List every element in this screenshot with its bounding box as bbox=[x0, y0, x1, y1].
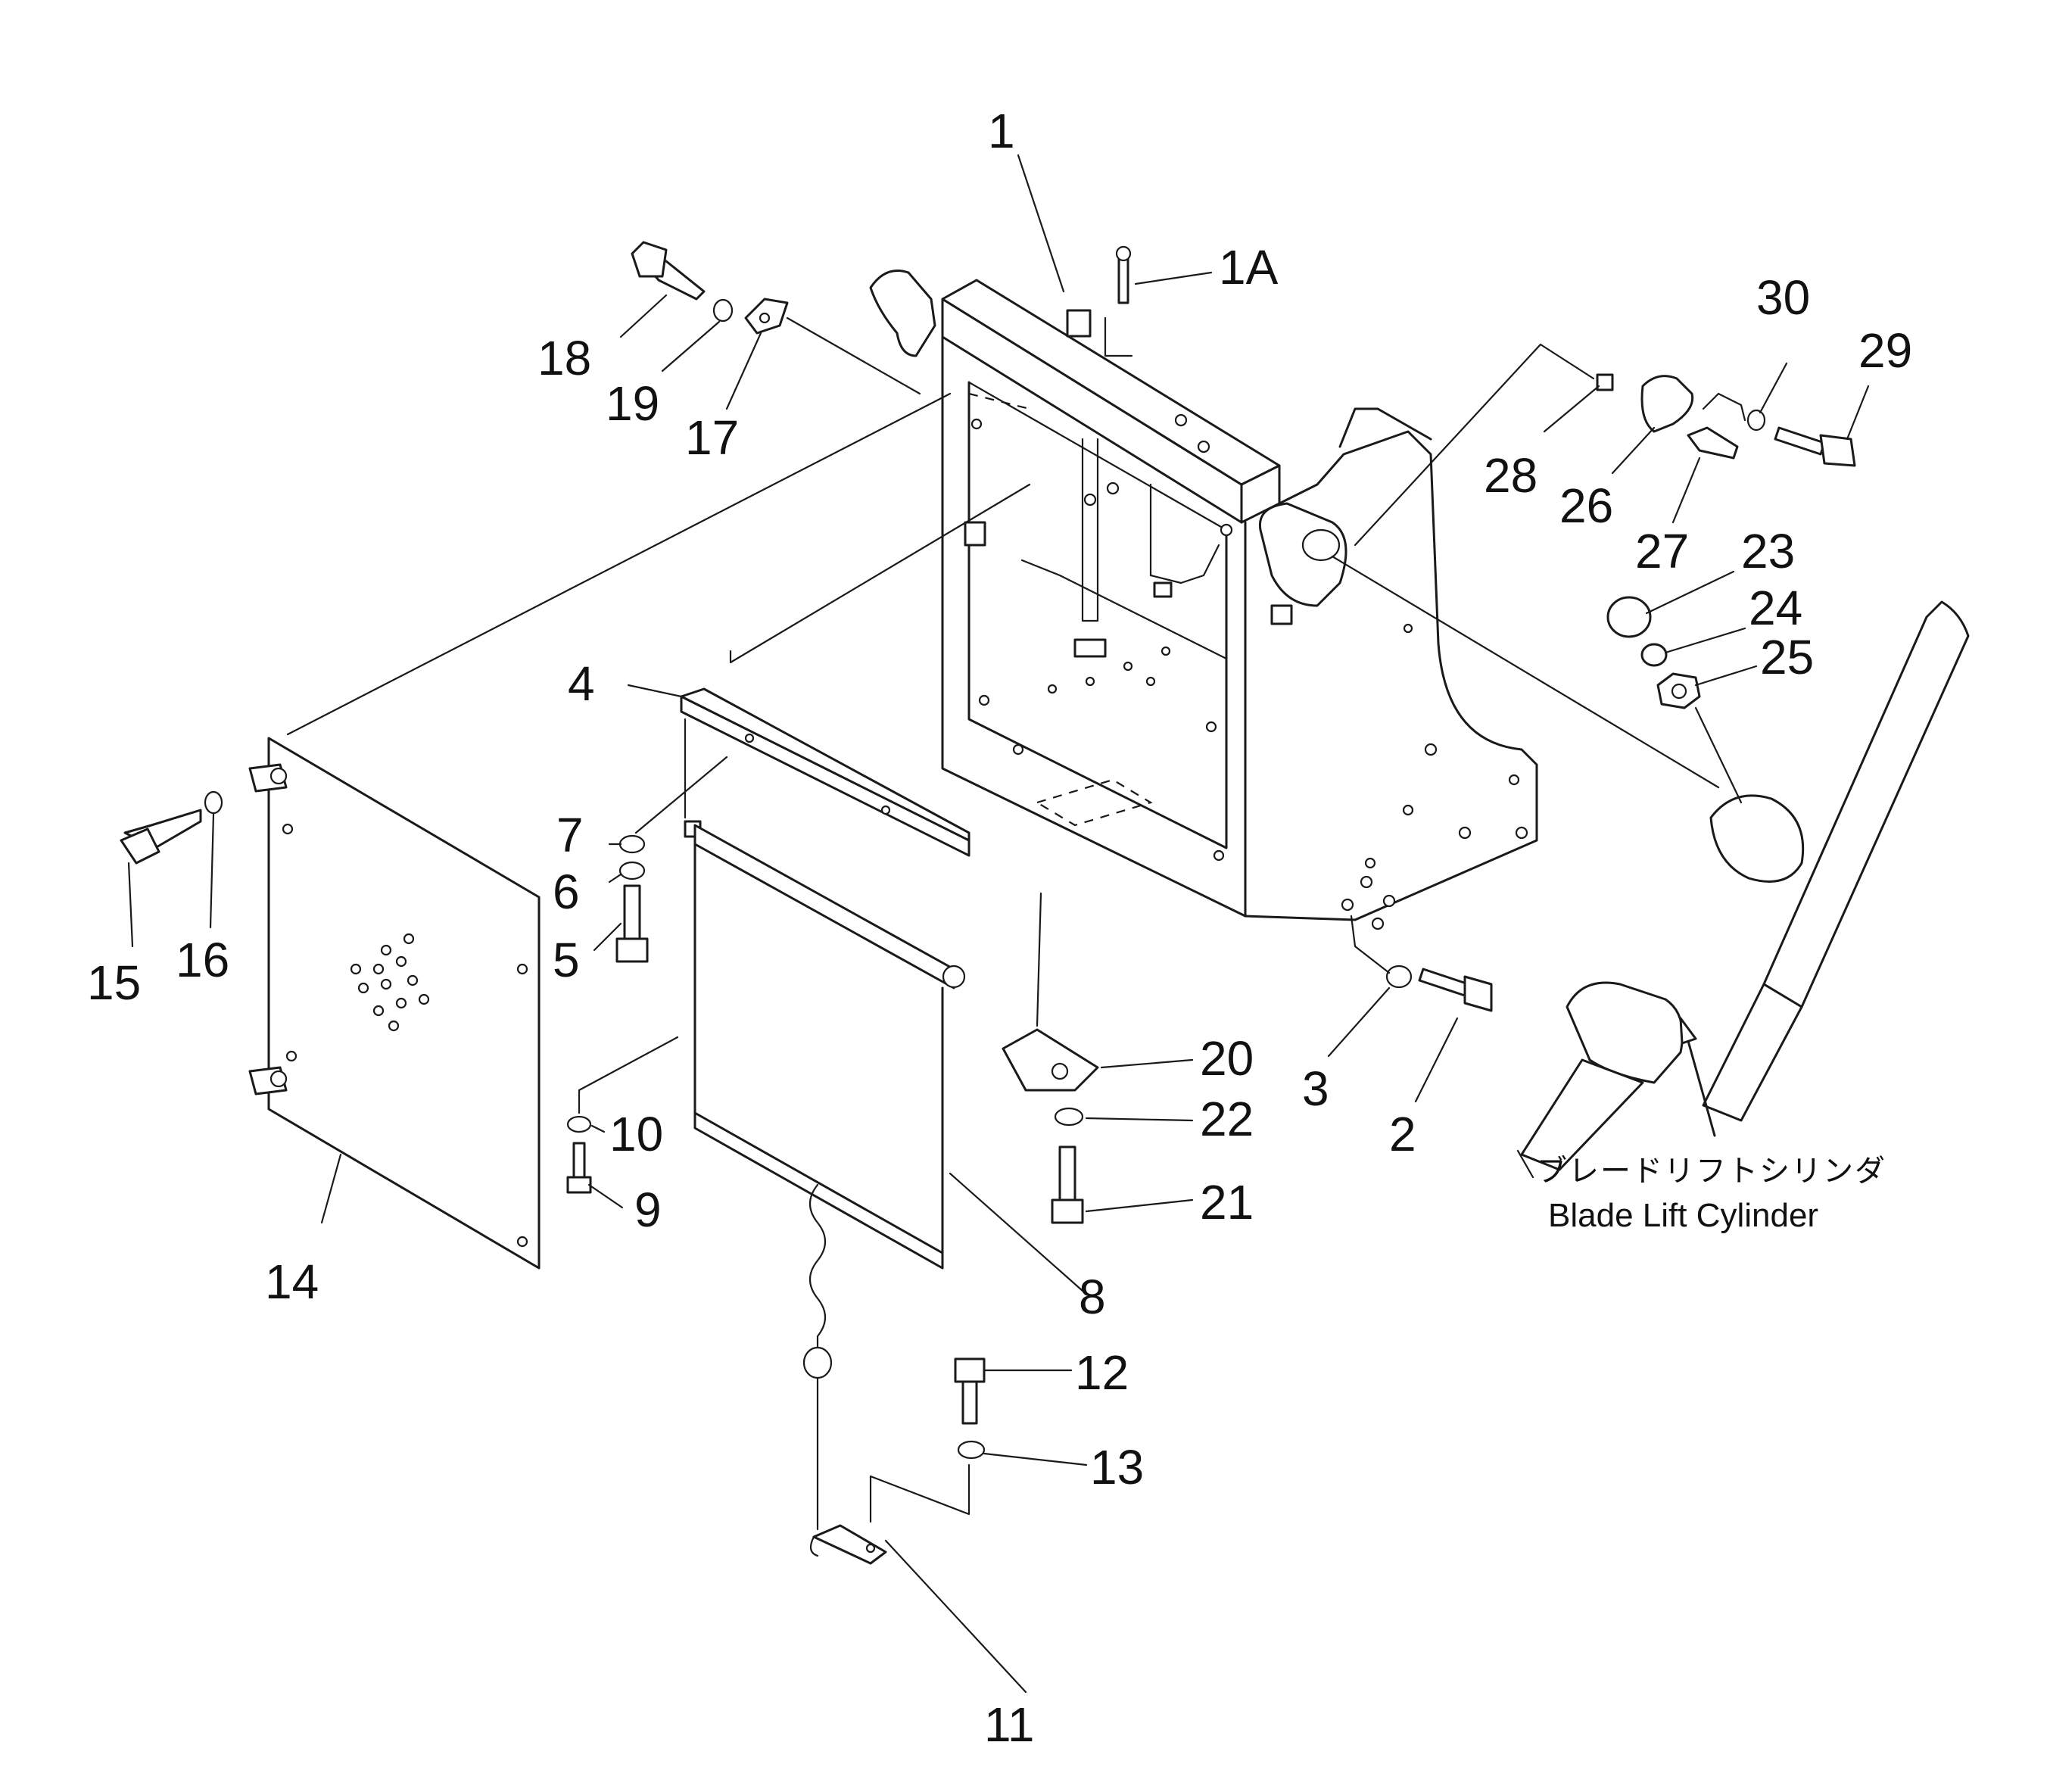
screen bbox=[684, 820, 966, 1379]
callout-14: 14 bbox=[265, 1254, 319, 1309]
caption-english: Blade Lift Cylinder bbox=[1548, 1197, 1818, 1234]
callout-26: 26 bbox=[1559, 478, 1613, 533]
callout-8: 8 bbox=[1079, 1270, 1106, 1324]
callout-18: 18 bbox=[537, 331, 591, 385]
callout-21: 21 bbox=[1200, 1175, 1254, 1229]
callout-1: 1 bbox=[988, 104, 1015, 158]
callout-4: 4 bbox=[568, 656, 595, 711]
callout-5: 5 bbox=[553, 933, 580, 987]
bar bbox=[680, 687, 970, 857]
blade-lift-cylinder bbox=[1516, 600, 1970, 1179]
callout-1a: 1A bbox=[1219, 240, 1279, 295]
callout-2: 2 bbox=[1389, 1107, 1416, 1161]
main-frame bbox=[869, 245, 1538, 930]
callout-13: 13 bbox=[1090, 1440, 1144, 1494]
callout-11: 11 bbox=[984, 1697, 1034, 1752]
callout-29: 29 bbox=[1858, 323, 1912, 378]
callout-9: 9 bbox=[634, 1183, 662, 1237]
callout-25: 25 bbox=[1760, 630, 1814, 684]
callout-numbers: 1 1A 2 3 4 5 6 7 8 9 10 11 12 13 14 15 1… bbox=[87, 104, 1912, 1752]
callout-19: 19 bbox=[606, 376, 659, 431]
callout-30: 30 bbox=[1756, 270, 1810, 325]
callout-6: 6 bbox=[553, 865, 580, 919]
callout-27: 27 bbox=[1635, 524, 1689, 578]
cover-panel bbox=[248, 737, 541, 1270]
bracket bbox=[809, 1524, 887, 1565]
fasteners bbox=[120, 241, 1856, 1460]
callout-24: 24 bbox=[1749, 581, 1802, 635]
caption-japanese: ブレードリフトシリンダ bbox=[1537, 1154, 1886, 1189]
callout-16: 16 bbox=[176, 933, 229, 987]
assembly-lines bbox=[286, 316, 1746, 1531]
callout-28: 28 bbox=[1484, 448, 1538, 503]
callout-17: 17 bbox=[685, 410, 739, 465]
callout-15: 15 bbox=[87, 955, 141, 1010]
callout-22: 22 bbox=[1200, 1092, 1254, 1146]
callout-20: 20 bbox=[1200, 1031, 1254, 1086]
callout-12: 12 bbox=[1075, 1345, 1129, 1400]
callout-7: 7 bbox=[556, 808, 584, 862]
callout-3: 3 bbox=[1302, 1061, 1329, 1116]
callout-10: 10 bbox=[609, 1107, 663, 1161]
callout-23: 23 bbox=[1741, 524, 1795, 578]
leader-lines bbox=[127, 154, 1870, 1694]
small-cover bbox=[1002, 1028, 1099, 1092]
vent-holes bbox=[350, 933, 430, 1032]
